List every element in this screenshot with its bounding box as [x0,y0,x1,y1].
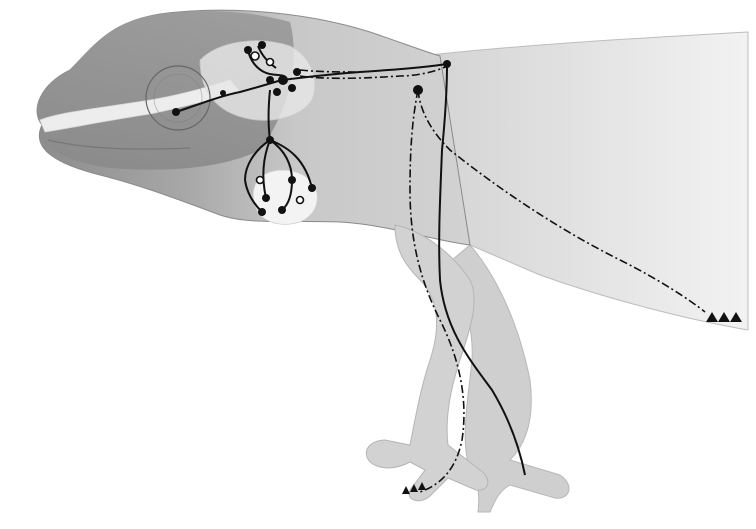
nucleus-node [273,88,281,96]
terminal-receptors-tail [706,312,742,322]
nucleus-node [220,90,226,96]
nucleus-node [258,41,266,49]
nucleus-node-hollow [251,52,259,60]
nucleus-node [288,84,296,92]
nucleus-node [262,194,270,202]
nucleus-node [278,206,286,214]
nucleus-node [266,76,274,84]
nucleus-node [443,60,451,68]
nucleus-node-hollow [267,59,274,66]
nucleus-node [172,108,180,116]
nucleus-node-hollow [257,177,264,184]
nucleus-node [244,46,252,54]
nucleus-node [308,184,316,192]
nucleus-node [258,208,266,216]
nucleus-node [278,75,288,85]
nucleus-node [413,85,423,95]
receptor-triangle [402,486,410,494]
nucleus-node [288,176,296,184]
nucleus-node [266,136,274,144]
nucleus-node [293,68,301,76]
nucleus-node-hollow [297,197,304,204]
